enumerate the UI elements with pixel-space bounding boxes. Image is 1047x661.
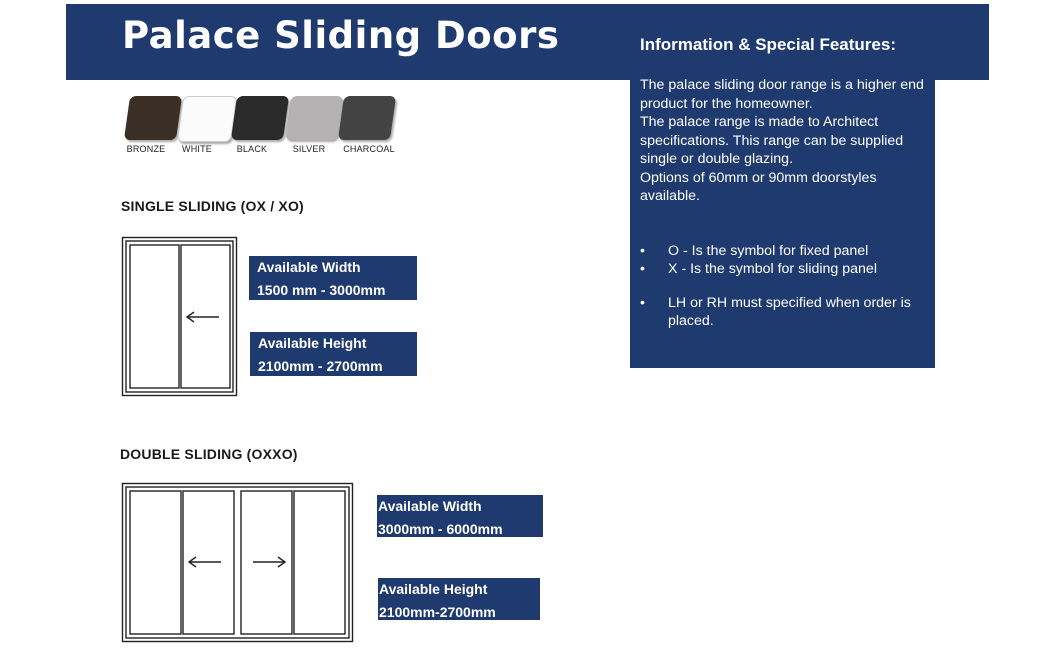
swatch-label: SILVER [292,144,326,154]
swatch-label: WHITE [182,144,212,154]
height-label: Available Height [379,581,488,597]
bullet-icon: • [640,243,645,259]
arrow-left-icon [185,311,219,323]
feature-item: • O - Is the symbol for fixed panel [640,242,932,260]
swatch-bronze [123,96,183,140]
info-paragraph: The palace range is made to Architect sp… [640,114,904,167]
feature-item: • LH or RH must specified when order is p… [640,294,932,330]
double-sliding-heading: DOUBLE SLIDING (OXXO) [120,446,298,462]
feature-text: O - Is the symbol for fixed panel [668,243,869,259]
single-door-diagram [121,236,238,397]
swatch-black [230,96,290,140]
single-width-tag: Available Width 1500 mm - 3000mm [249,256,417,300]
swatch-charcoal [337,96,397,140]
width-value: 1500 mm - 3000mm [257,282,386,298]
feature-text: LH or RH must specified when order is pl… [668,295,911,329]
double-width-tag: Available Width 3000mm - 6000mm [377,495,543,537]
width-value: 3000mm - 6000mm [378,521,503,537]
width-label: Available Width [378,498,482,514]
bullet-icon: • [640,261,645,277]
width-label: Available Width [257,259,361,275]
bullet-icon: • [640,295,645,311]
swatch-label: BLACK [236,144,268,154]
feature-list: • O - Is the symbol for fixed panel • X - … [640,242,932,330]
swatch-label: CHARCOAL [343,144,395,154]
arrow-right-icon [253,556,287,568]
page-title: Palace Sliding Doors [122,14,560,57]
arrow-left-icon [187,556,221,568]
height-value: 2100mm - 2700mm [258,358,383,374]
single-sliding-heading: SINGLE SLIDING (OX / XO) [121,198,304,214]
info-panel: Information & Special Features: The pala… [630,4,935,368]
info-body: The palace sliding door range is a highe… [640,76,932,206]
feature-item: • X - Is the symbol for sliding panel [640,260,932,278]
double-height-tag: Available Height 2100mm-2700mm [378,578,540,620]
swatch-silver [284,96,344,140]
info-heading: Information & Special Features: [640,35,896,54]
feature-text: X - Is the symbol for sliding panel [668,261,877,277]
info-paragraph: The palace sliding door range is a highe… [640,77,924,112]
swatch-label: BRONZE [126,144,166,154]
height-value: 2100mm-2700mm [379,604,496,620]
height-label: Available Height [258,335,367,351]
swatch-white [176,96,238,142]
double-door-diagram [121,482,354,643]
single-height-tag: Available Height 2100mm - 2700mm [250,332,417,376]
info-paragraph: Options of 60mm or 90mm doorstyles avail… [640,169,877,205]
